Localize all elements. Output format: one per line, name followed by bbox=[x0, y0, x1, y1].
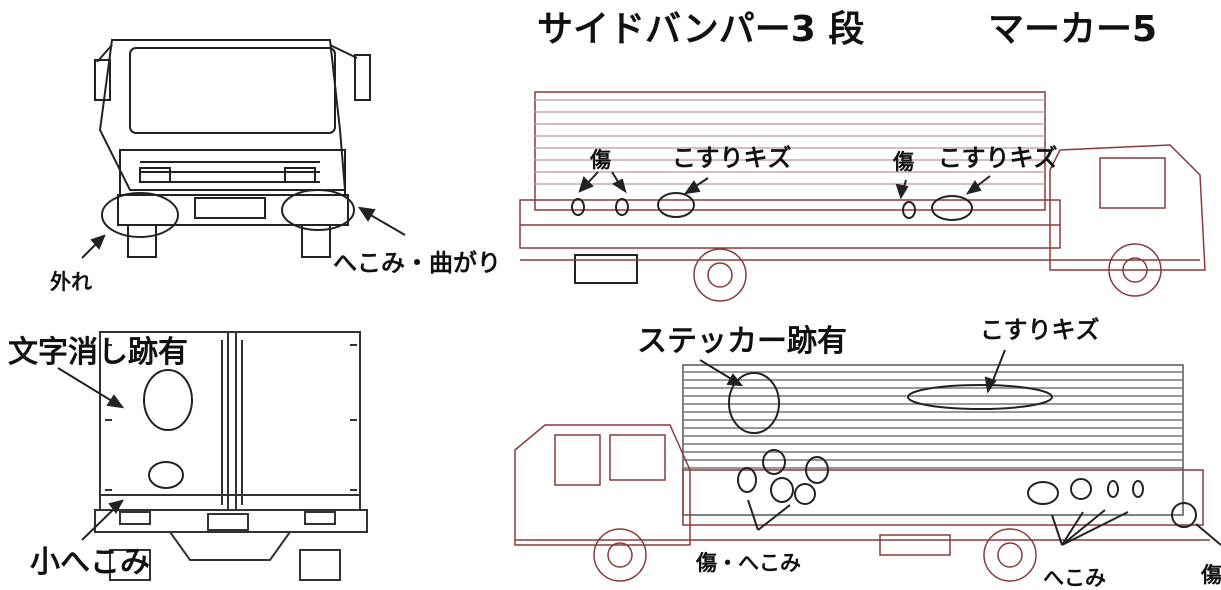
rear-view-truck bbox=[94, 331, 368, 581]
rear-text-removed-label: 文字消し跡有 bbox=[8, 335, 188, 370]
right-side-damage-marks bbox=[699, 349, 1221, 546]
left-scratch-label-1: 傷 bbox=[590, 148, 611, 172]
right-scratch-dent-label: 傷・へこみ bbox=[696, 551, 801, 575]
left-scratch-label-2: 傷 bbox=[893, 150, 914, 174]
rear-damage-marks bbox=[57, 367, 193, 541]
right-side-truck bbox=[514, 364, 1210, 582]
right-dent-label: へこみ bbox=[1043, 566, 1106, 590]
front-damage-marks bbox=[81, 189, 406, 259]
front-dent-bend-label: へこみ・曲がり bbox=[333, 249, 501, 277]
right-scuff-label: こすりキズ bbox=[980, 316, 1100, 344]
right-cut-off-label: 傷 bbox=[1201, 563, 1221, 587]
left-side-damage-marks bbox=[571, 171, 991, 221]
left-scuff-label-1: こすりキズ bbox=[672, 144, 792, 172]
rear-small-dent-label: 小へこみ bbox=[30, 545, 150, 580]
front-detached-label: 外れ bbox=[50, 270, 92, 294]
side-bumper-title: サイドバンパー3 段 bbox=[537, 9, 865, 50]
left-side-truck bbox=[519, 91, 1206, 302]
left-scuff-label-2: こすりキズ bbox=[938, 144, 1058, 172]
front-view-truck bbox=[94, 39, 371, 258]
right-sticker-label: ステッカー跡有 bbox=[637, 324, 847, 359]
marker-title: マーカー5 bbox=[988, 9, 1158, 50]
